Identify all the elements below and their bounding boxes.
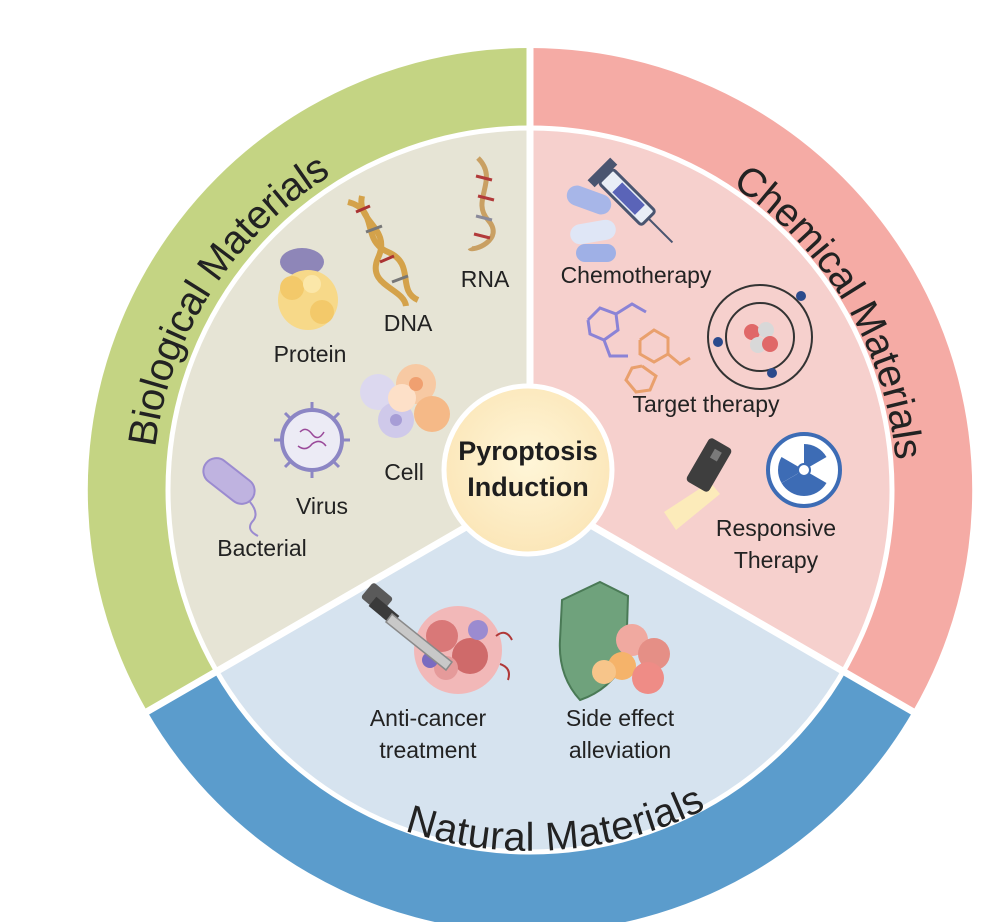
label-treatment: treatment (379, 737, 477, 763)
label-dna: DNA (384, 310, 433, 336)
bacterium-icon (202, 457, 259, 537)
label-virus: Virus (296, 493, 348, 519)
label-side-effect: Side effect (566, 705, 675, 731)
dna-helix-icon (347, 195, 420, 307)
virus-icon (274, 402, 350, 478)
label-alleviation: alleviation (569, 737, 671, 763)
atom-icon (707, 284, 813, 390)
label-bacterial: Bacterial (217, 535, 306, 561)
shield-icon (558, 580, 670, 702)
dagger-icon (361, 583, 454, 672)
rna-helix-icon (467, 156, 496, 252)
label-chemotherapy: Chemotherapy (561, 262, 712, 288)
pill-capsule-icon (566, 185, 616, 262)
label-therapy: Therapy (734, 547, 819, 573)
label-anti-cancer: Anti-cancer (370, 705, 487, 731)
inner-wedge-natural (216, 490, 844, 852)
label-target-therapy: Target therapy (632, 391, 780, 417)
divider-right (528, 486, 919, 718)
label-cell: Cell (384, 459, 424, 485)
cell-cluster-icon (360, 364, 450, 438)
label-responsive: Responsive (716, 515, 836, 541)
protein-icon (278, 248, 338, 330)
center-circle (441, 383, 615, 557)
inner-wedge-chemical (530, 128, 892, 671)
syringe-icon (587, 157, 674, 244)
inner-wedge-biological (168, 128, 531, 671)
center-title-line2: Induction (467, 472, 588, 502)
center-title-line1: Pyroptosis (458, 436, 598, 466)
label-rna: RNA (461, 266, 510, 292)
flashlight-icon (664, 438, 732, 530)
molecule-structure-icon (586, 302, 691, 394)
radiation-icon (766, 432, 842, 508)
label-protein: Protein (274, 341, 347, 367)
